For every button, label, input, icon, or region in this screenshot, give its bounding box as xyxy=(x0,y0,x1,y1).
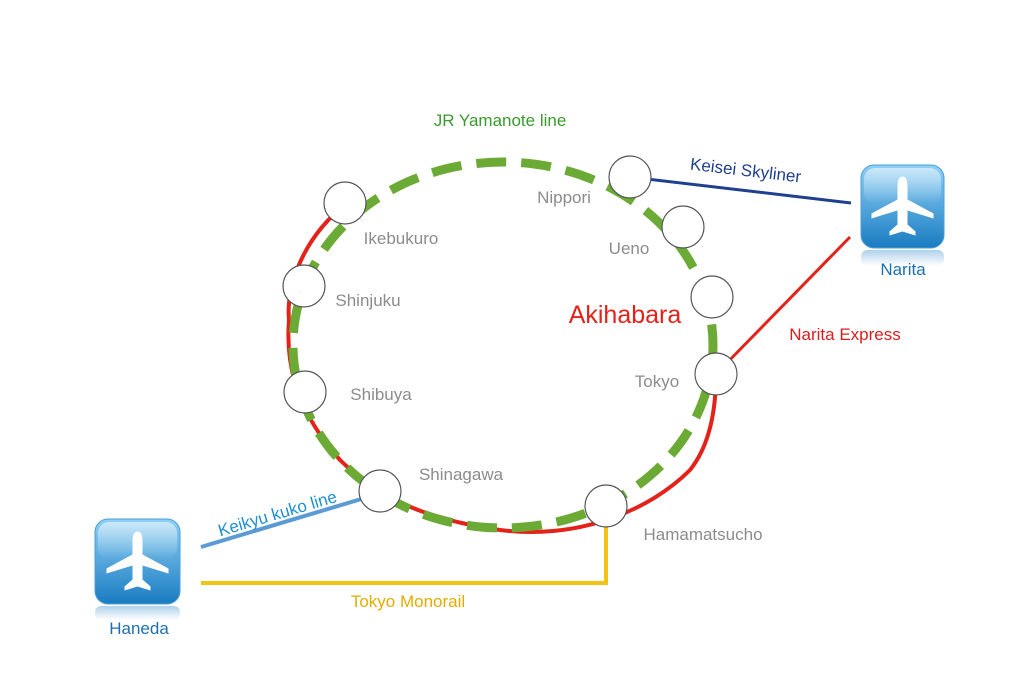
station-marker-hamamatsucho[interactable] xyxy=(584,484,628,528)
station-label-ueno: Ueno xyxy=(609,239,650,258)
narita-express-track xyxy=(716,235,852,374)
narita-express-loop-track xyxy=(286,201,718,534)
airplane-icon xyxy=(106,531,169,591)
haneda-airport-label: Haneda xyxy=(109,619,169,638)
station-label-hamamatsucho: Hamamatsucho xyxy=(643,525,762,544)
station-marker-nippori[interactable] xyxy=(608,155,652,199)
haneda-tile-reflection xyxy=(95,606,180,620)
station-marker-ikebukuro[interactable] xyxy=(323,181,367,225)
narita-express-label: Narita Express xyxy=(789,325,900,344)
keikyu-kuko-label: Keikyu kuko line xyxy=(216,487,339,540)
narita-airport-label: Narita xyxy=(880,260,926,279)
station-marker-shinjuku[interactable] xyxy=(282,264,326,308)
station-label-shibuya: Shibuya xyxy=(350,385,412,404)
airplane-icon xyxy=(871,176,934,236)
keikyu-kuko-track xyxy=(200,492,379,549)
keisei-skyliner-label: Keisei Skyliner xyxy=(689,155,802,187)
station-label-ikebukuro: Ikebukuro xyxy=(364,229,439,248)
station-label-tokyo: Tokyo xyxy=(635,372,679,391)
station-label-shinjuku: Shinjuku xyxy=(335,291,400,310)
station-marker-ueno[interactable] xyxy=(661,205,705,249)
narita-tile-reflection xyxy=(861,250,944,266)
station-label-akihabara: Akihabara xyxy=(569,301,682,329)
station-marker-akihabara[interactable] xyxy=(690,275,734,319)
station-markers xyxy=(282,155,738,528)
tokyo-monorail-label: Tokyo Monorail xyxy=(351,592,465,611)
narita-airport[interactable] xyxy=(860,164,945,266)
keisei-skyliner-track xyxy=(629,175,852,205)
station-marker-shibuya[interactable] xyxy=(283,370,327,414)
haneda-airport[interactable] xyxy=(94,518,181,620)
yamanote-line-label: JR Yamanote line xyxy=(434,111,567,130)
tokyo-monorail-track xyxy=(201,506,608,585)
yamanote-loop-track xyxy=(288,157,718,533)
station-label-nippori: Nippori xyxy=(537,188,591,207)
station-marker-tokyo[interactable] xyxy=(694,352,738,396)
station-marker-shinagawa[interactable] xyxy=(358,469,402,513)
station-label-shinagawa: Shinagawa xyxy=(419,465,504,484)
